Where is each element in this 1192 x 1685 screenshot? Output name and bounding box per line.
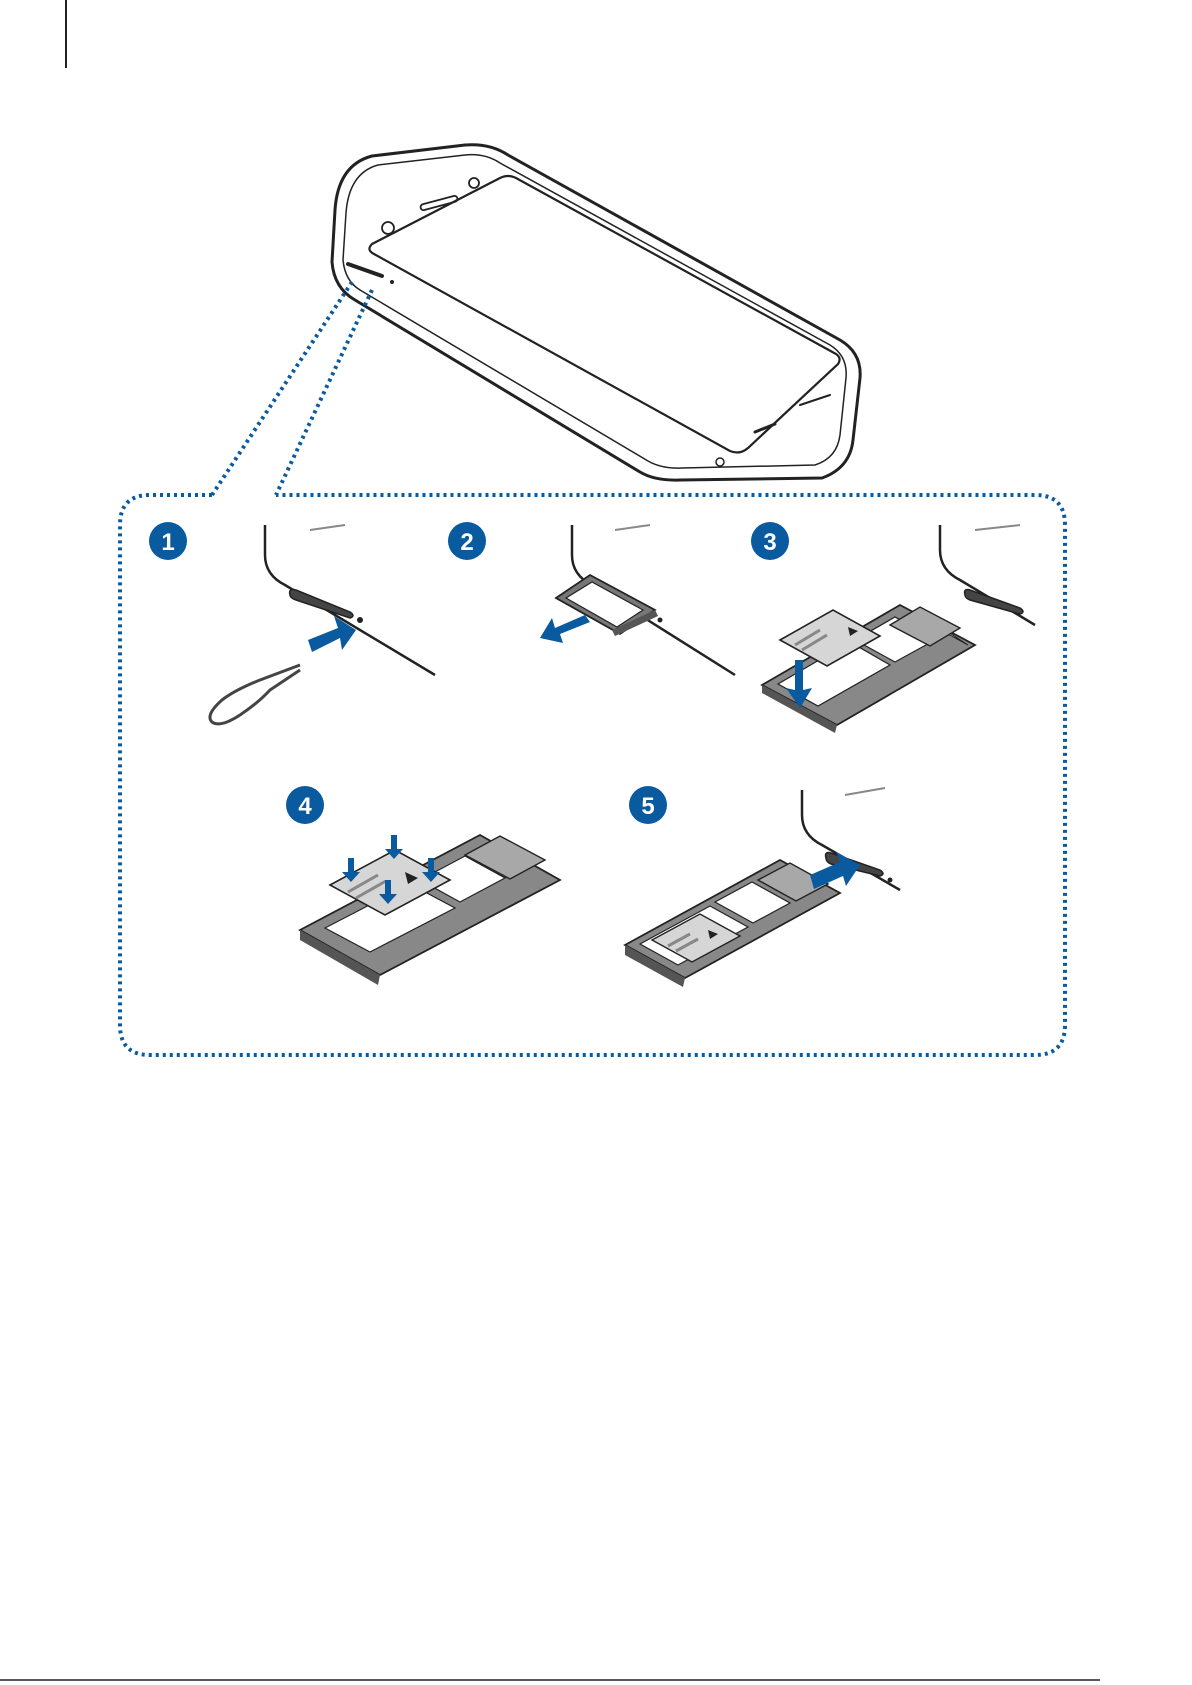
step-badge-1: 1 xyxy=(149,522,187,560)
step-number-3: 3 xyxy=(763,529,776,556)
step-number-5: 5 xyxy=(641,793,654,820)
step-badge-2: 2 xyxy=(448,522,486,560)
leader-line-right xyxy=(276,290,372,495)
step-badge-5: 5 xyxy=(629,786,667,824)
phone-illustration-icon xyxy=(332,145,860,480)
step-number-2: 2 xyxy=(460,529,473,556)
step-1-illustration xyxy=(210,525,435,724)
step-badge-3: 3 xyxy=(751,522,789,560)
step-number-4: 4 xyxy=(298,793,312,820)
leader-line-left xyxy=(212,282,352,495)
step-5-illustration xyxy=(625,788,900,987)
step-3-illustration xyxy=(762,525,1035,733)
step-number-1: 1 xyxy=(161,529,174,556)
step-4-illustration xyxy=(300,835,560,985)
step-badge-4: 4 xyxy=(286,786,324,824)
direction-arrow-icon xyxy=(308,616,356,652)
direction-arrow-icon xyxy=(540,615,590,643)
ejection-pin-icon xyxy=(210,665,300,724)
step-2-illustration xyxy=(540,525,735,675)
